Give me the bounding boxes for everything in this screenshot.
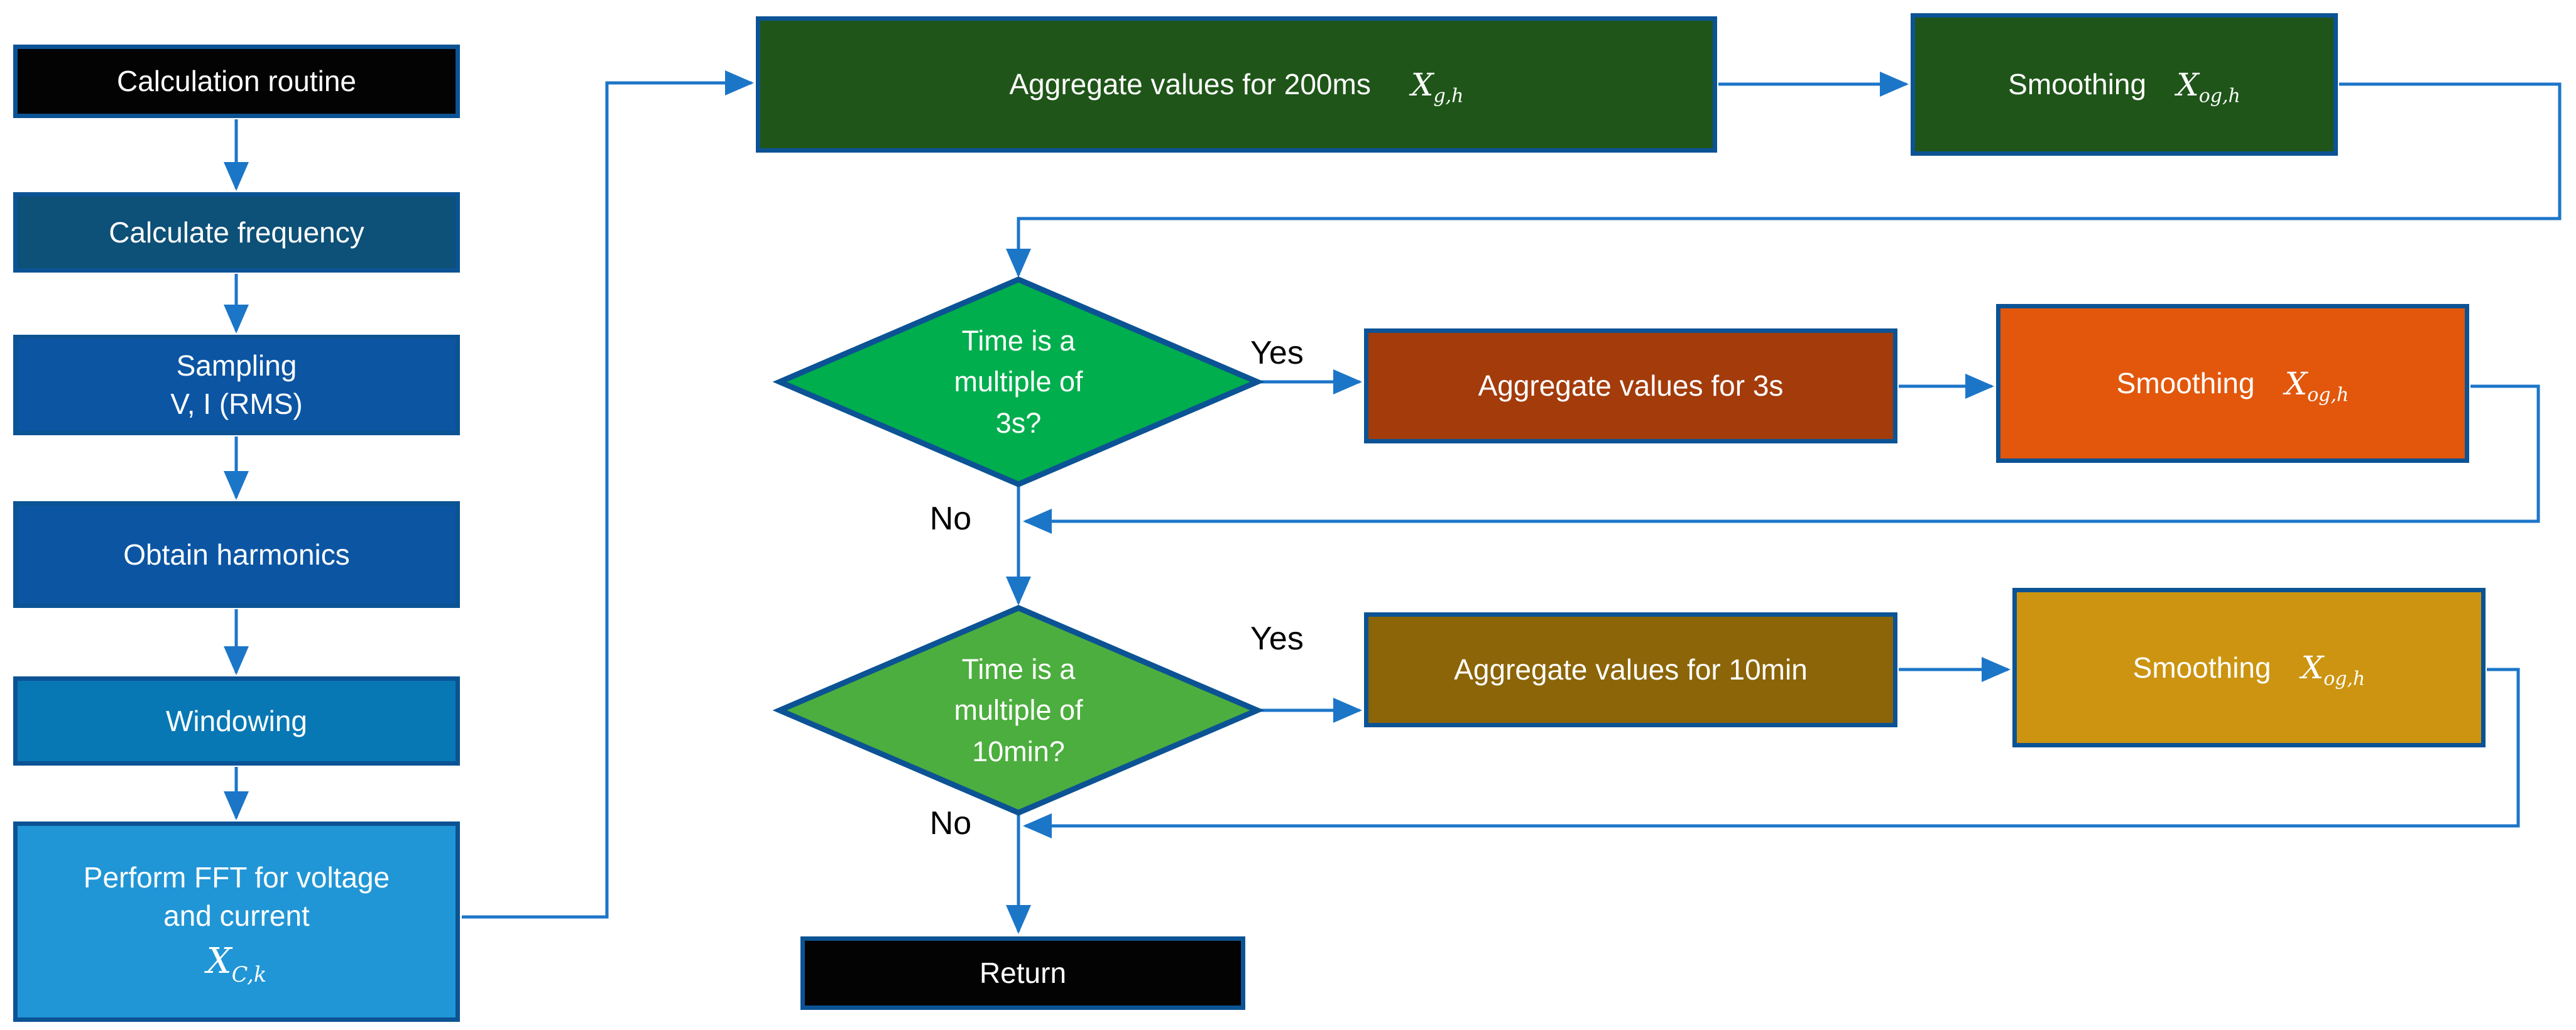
node-calculation-routine: Calculation routine (13, 45, 460, 118)
node-aggregate-3s: Aggregate values for 3s (1364, 328, 1897, 443)
decision-10min-label: Time is a multiple of 10min? (954, 653, 1083, 767)
node-aggregate-3s-label: Aggregate values for 3s (1478, 369, 1784, 403)
branch-no-10min: No (929, 805, 972, 842)
edge-smoothing10min-loopback (1023, 668, 2520, 838)
branch-yes-3s: Yes (1250, 335, 1304, 371)
edge-fft-to-aggregate200ms (462, 70, 754, 919)
node-smoothing-200ms-label: Smoothing (2008, 68, 2147, 101)
node-windowing: Windowing (13, 676, 460, 766)
node-aggregate-10min-label: Aggregate values for 10min (1454, 653, 1808, 686)
node-return-label: Return (979, 957, 1067, 990)
node-return: Return (800, 936, 1245, 1010)
node-calculate-frequency-label: Calculate frequency (109, 215, 364, 249)
node-sampling-line2: V, I (RMS) (170, 388, 303, 420)
decision-3s-label: Time is a multiple of 3s? (954, 325, 1083, 439)
node-windowing-label: Windowing (166, 704, 307, 737)
node-sampling: Sampling V, I (RMS) (13, 335, 460, 435)
branch-no-3s: No (929, 501, 972, 537)
decision-10min-shape (772, 605, 1265, 816)
decision-3s-shape (772, 276, 1265, 487)
node-calculation-routine-label: Calculation routine (116, 65, 356, 98)
node-smoothing-3s-label: Smoothing (2116, 367, 2255, 400)
node-obtain-harmonics: Obtain harmonics (13, 501, 460, 608)
node-obtain-harmonics-label: Obtain harmonics (123, 538, 350, 571)
edge-smoothing3s-loopback (1023, 384, 2540, 534)
node-perform-fft-line1: Perform FFT for voltage (83, 860, 390, 894)
node-smoothing-10min-label: Smoothing (2132, 651, 2271, 684)
node-aggregate-200ms-label: Aggregate values for 200ms (1009, 68, 1371, 101)
edge-smoothing200ms-to-decision3s (1006, 82, 2562, 278)
node-sampling-line1: Sampling (176, 349, 297, 382)
node-calculate-frequency: Calculate frequency (13, 192, 460, 273)
branch-yes-10min: Yes (1250, 621, 1304, 657)
node-perform-fft-line2: and current (163, 899, 310, 932)
node-aggregate-10min: Aggregate values for 10min (1364, 612, 1897, 727)
